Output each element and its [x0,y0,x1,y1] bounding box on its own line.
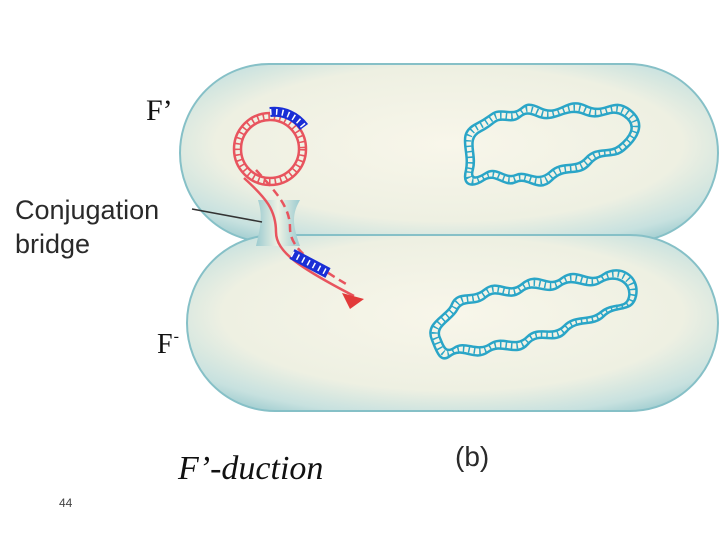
donor-cell [180,64,718,242]
diagram-caption: F’-duction [178,450,323,488]
recipient-cell [187,235,718,411]
recipient-cell-label: F- [157,328,179,361]
conjugation-bridge-label-line1: Conjugation [15,193,159,227]
conjugation-bridge-label-line2: bridge [15,227,159,261]
recipient-cell-label-superscript: - [174,328,179,345]
conjugation-bridge-label: Conjugation bridge [15,193,159,261]
slide-number: 44 [59,496,72,510]
panel-letter: (b) [455,441,489,473]
donor-cell-label: F’ [146,94,173,128]
recipient-cell-label-base: F [157,329,173,360]
